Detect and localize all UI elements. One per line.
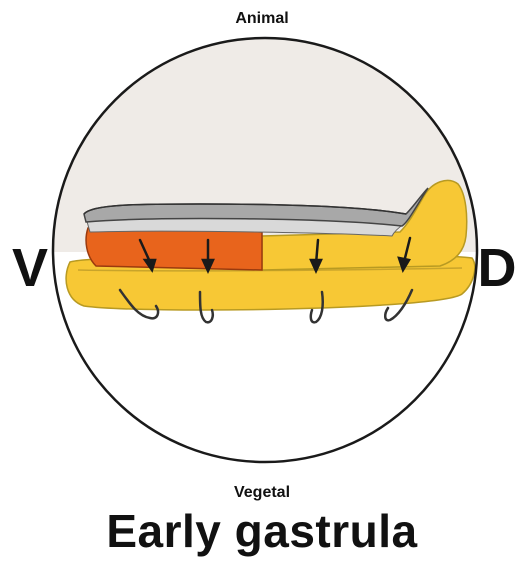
vegetal-pole-label: Vegetal (207, 484, 317, 502)
animal-pole-label: Animal (212, 10, 312, 28)
ventral-label: V (4, 238, 56, 298)
dorsal-label: D (470, 238, 524, 298)
diagram-title: Early gastrula (92, 503, 432, 559)
